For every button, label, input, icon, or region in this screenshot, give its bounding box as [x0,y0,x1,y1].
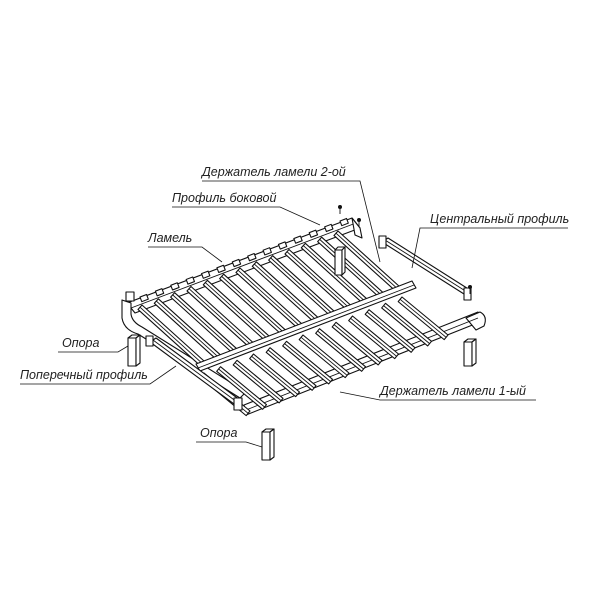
slat-rear-edge-8 [254,263,317,321]
label-support-top: Опора [62,336,100,350]
slat-front-edge-12 [383,305,430,344]
holder-tab-7 [231,258,242,268]
holder-tab-2 [154,288,165,297]
support-leg-center [334,246,346,276]
slat-rear-edge-1 [139,306,203,364]
slat-front-edge-13 [399,298,447,338]
slat-front-edge-8 [317,330,364,370]
slat-front-edge-3 [234,362,282,401]
holder-tab-14 [339,217,349,227]
slat-front-edge-7 [300,336,348,376]
slat-front-edge-11 [366,311,414,351]
slats-rear-row [137,230,401,367]
bolt-markers [338,205,472,294]
label-slat: Ламель [147,231,192,245]
label-cross-profile: Поперечный профиль [20,368,148,382]
holder-tab-5 [200,270,211,279]
slat-rear-edge-13 [335,232,399,290]
slat-front-edge-9 [333,324,381,363]
holder-tab-9 [262,247,272,256]
label-slat-holder-1: Держатель ламели 1-ый [378,384,526,398]
support-leg-right [463,338,477,367]
cross-profile-part [145,335,243,411]
slat-rear-edge-7 [237,269,301,327]
holder-tab-12 [308,229,319,238]
support-leg-left [127,334,141,367]
slat-front-edge-2 [218,368,265,408]
holder-tab-10 [277,241,288,250]
support-leg-bottom [261,428,275,461]
holder-tab-6 [216,264,226,273]
slat-front-edge-4 [251,355,298,395]
holder-tab-4 [185,276,196,285]
slat-rear-edge-11 [303,245,366,302]
slat-rear-edge-6 [221,276,284,333]
slat-front-edge-5 [267,349,315,389]
label-support-bottom: Опора [200,426,238,440]
central-profile-part [195,280,417,372]
slat-rear-edge-5 [205,282,268,339]
slat-rear-edge-10 [286,251,350,309]
holder-tab-3 [170,282,180,291]
slat-rear-edge-9 [270,257,333,315]
holder-tab-13 [324,223,334,233]
holder-tab-8 [247,253,257,262]
label-slat-holder-2: Держатель ламели 2-ой [200,165,346,179]
holder-tab-11 [293,235,303,244]
slat-rear-edge-12 [319,239,382,296]
slat-rear-edge-2 [156,300,219,358]
slat-rear-edge-3 [172,294,235,352]
slat-front-edge-10 [350,317,397,357]
leader-lines [20,180,568,448]
slat-front-edge-6 [284,343,331,382]
slat-rear-edge-4 [188,288,252,346]
side-profile-part [126,217,363,314]
label-side-profile: Профиль боковой [172,191,276,205]
slat-holder-2-part [139,217,349,303]
label-central-profile: Центральный профиль [430,212,569,226]
holder-tab-1 [139,293,149,303]
